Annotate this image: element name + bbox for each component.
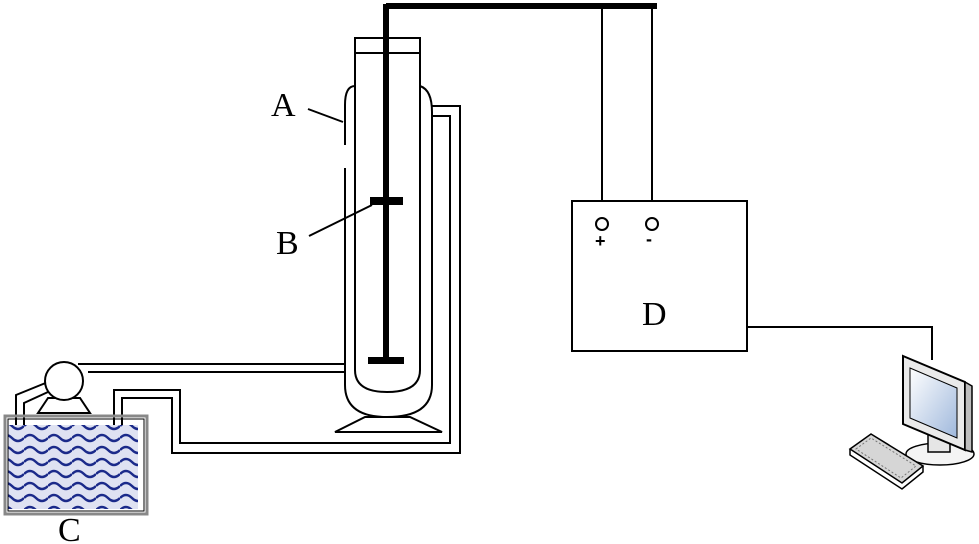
electrode-bottom-bar: [368, 357, 404, 364]
negative-terminal-icon: [645, 217, 659, 231]
water-reservoir: [3, 414, 149, 516]
reservoir-wall: [3, 414, 149, 516]
electrode: [368, 4, 404, 364]
computer-monitor-icon: [902, 354, 975, 466]
reactor-inner-tube: [354, 53, 421, 394]
label-a: A: [271, 87, 296, 124]
label-d: D: [642, 296, 667, 333]
reservoir-waves: [8, 425, 138, 509]
reactor-base: [334, 416, 443, 433]
power-wires: [386, 3, 657, 218]
reactor-outer-jacket-left-upper: [344, 85, 356, 145]
electrode-b-bar: [370, 197, 403, 205]
leader-lines: [307, 108, 373, 237]
data-cable: [747, 326, 933, 360]
power-supply: + -: [571, 200, 748, 352]
pump-icon: [36, 361, 92, 414]
circulation-tubing: [15, 105, 461, 493]
positive-terminal-label: +: [595, 231, 606, 251]
reactor-outer-jacket-left-lower: [344, 85, 433, 419]
keyboard-icon: [848, 433, 925, 490]
label-b: B: [276, 225, 299, 262]
negative-terminal-label: -: [646, 229, 652, 249]
label-c: C: [58, 512, 81, 544]
positive-terminal-icon: [595, 217, 609, 231]
